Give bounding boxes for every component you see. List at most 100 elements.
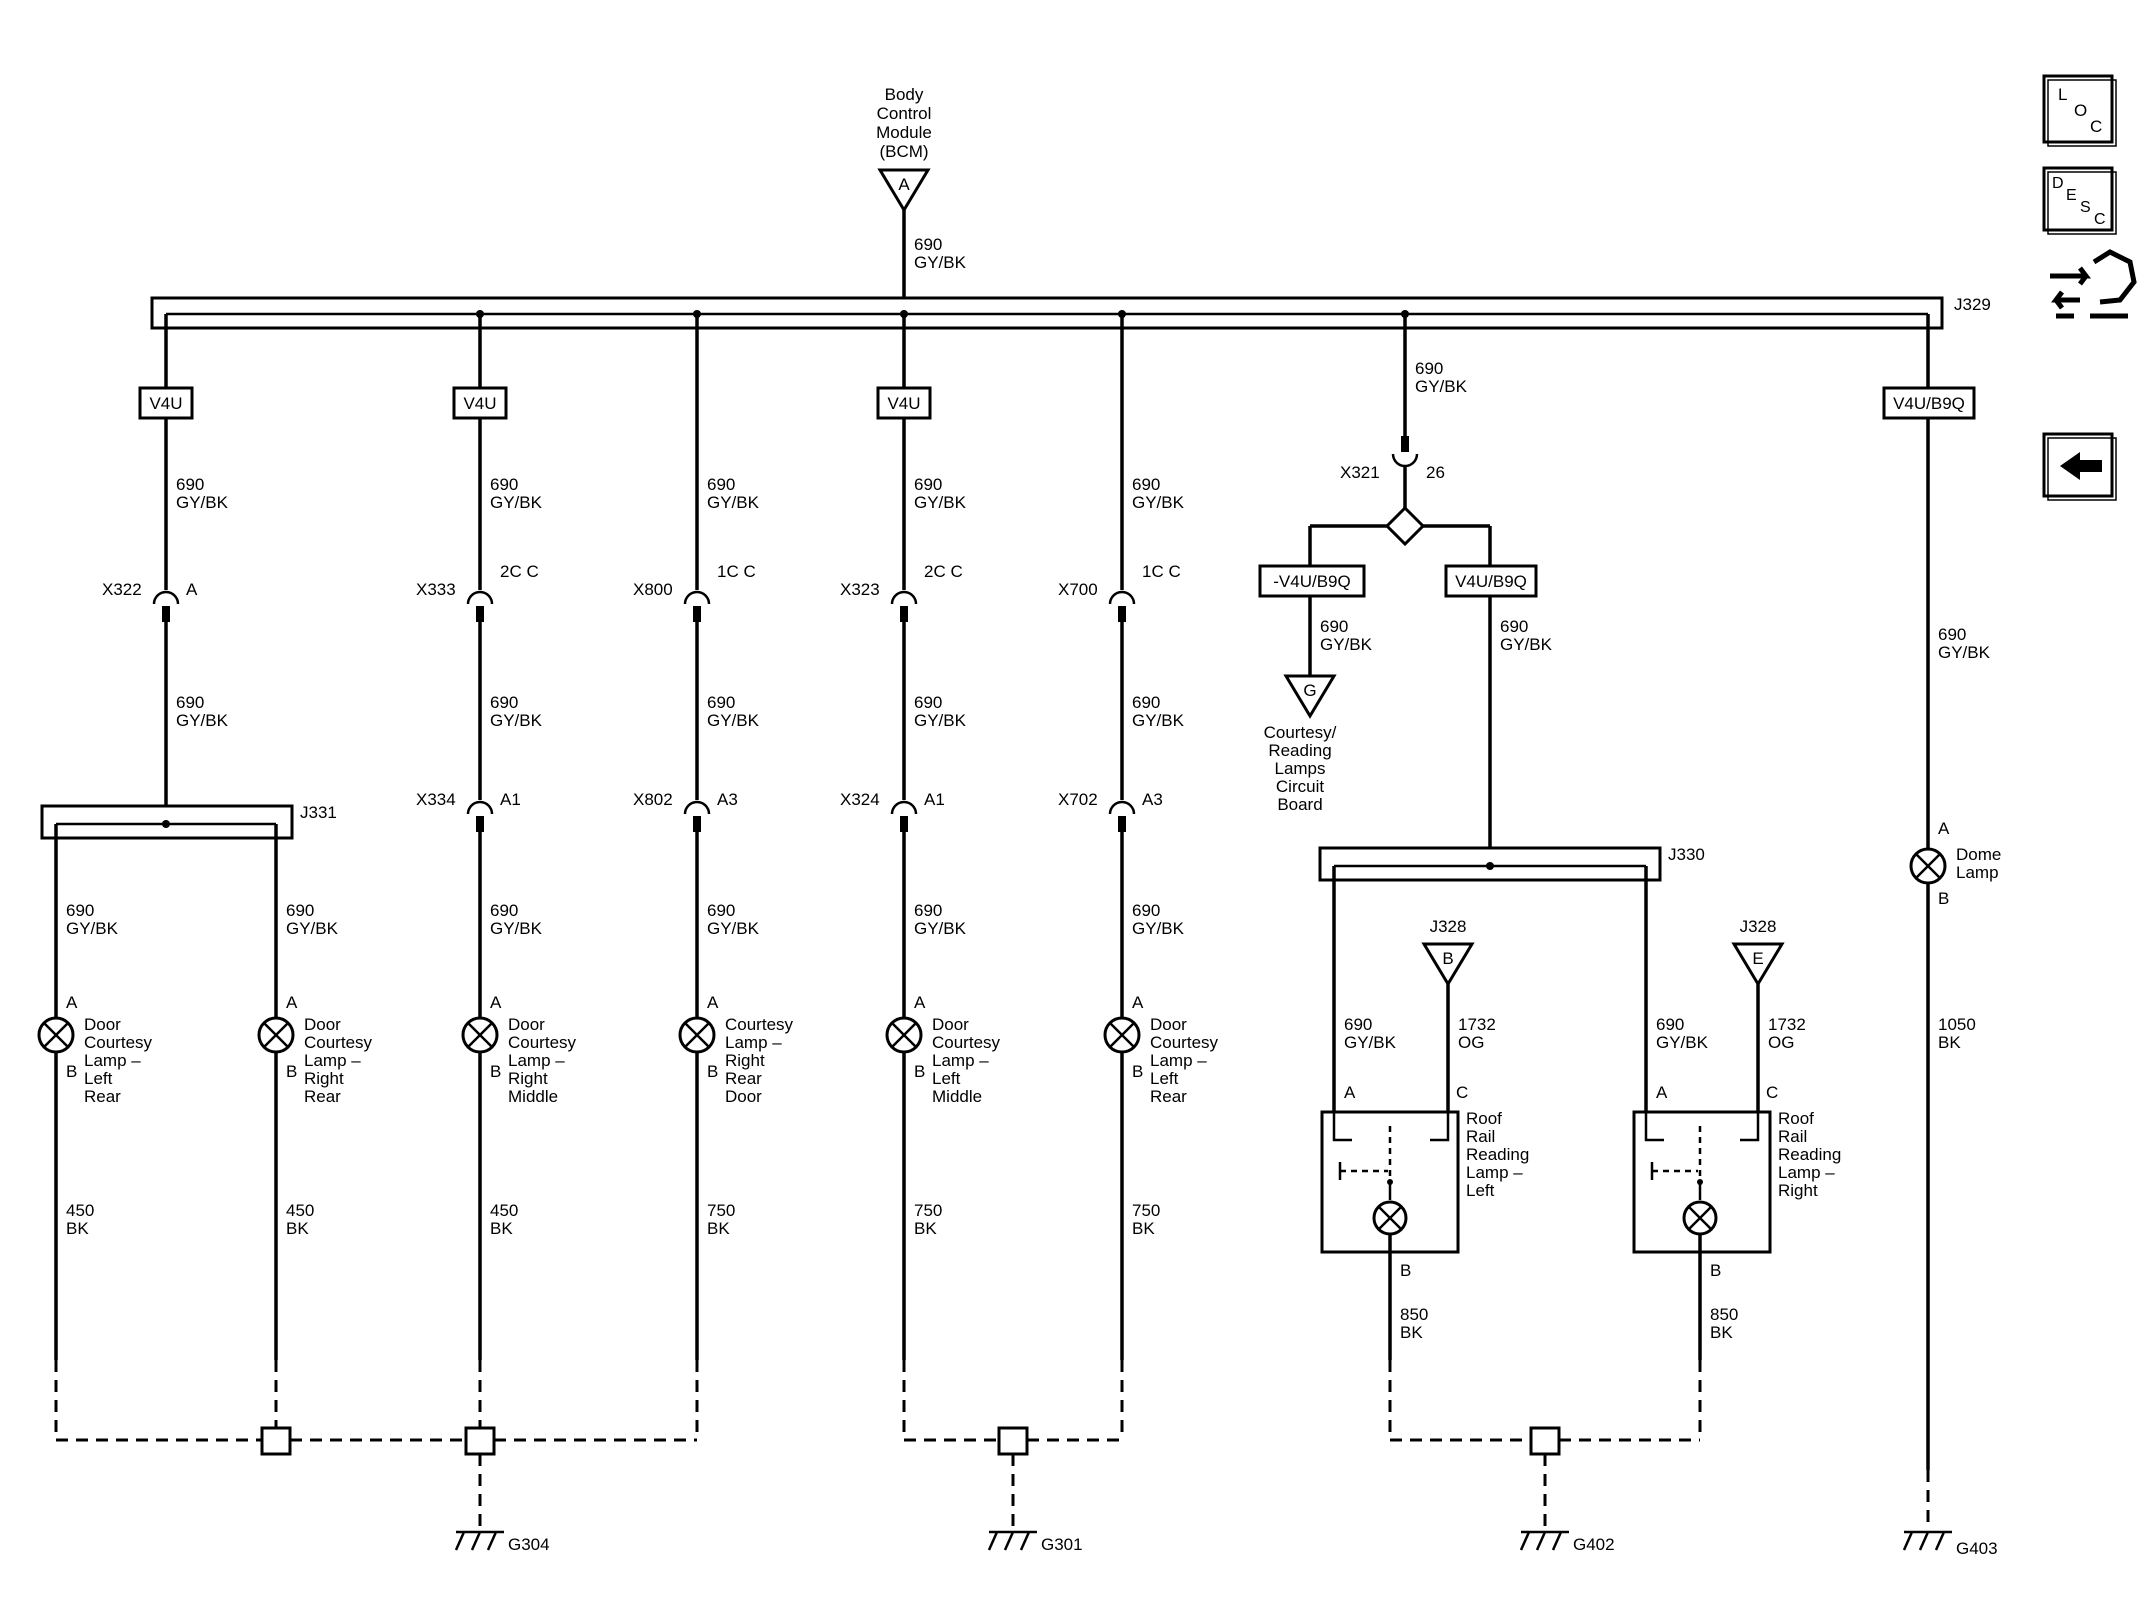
svg-text:2C C: 2C C	[500, 562, 539, 581]
svg-text:BK: BK	[66, 1219, 89, 1238]
ground-symbol-g403: G403	[1902, 1530, 1998, 1558]
svg-text:V4U: V4U	[887, 394, 920, 413]
svg-text:A: A	[707, 993, 719, 1012]
svg-text:Door: Door	[304, 1015, 341, 1034]
svg-text:690: 690	[1938, 625, 1966, 644]
diamond-splice	[1384, 505, 1426, 547]
option-v4u-b9q: V4U/B9Q	[1444, 564, 1538, 598]
svg-text:GY/BK: GY/BK	[707, 711, 760, 730]
svg-text:Module: Module	[876, 123, 932, 142]
svg-text:850: 850	[1400, 1305, 1428, 1324]
svg-text:Courtesy/: Courtesy/	[1264, 723, 1337, 742]
svg-text:OG: OG	[1768, 1033, 1794, 1052]
svg-text:A: A	[66, 993, 78, 1012]
svg-text:Courtesy: Courtesy	[508, 1033, 577, 1052]
svg-text:A: A	[898, 175, 910, 194]
svg-text:Lamp: Lamp	[1956, 863, 1999, 882]
svg-text:B: B	[66, 1062, 77, 1081]
svg-text:1050: 1050	[1938, 1015, 1976, 1034]
svg-text:750: 750	[914, 1201, 942, 1220]
svg-text:690: 690	[490, 901, 518, 920]
svg-text:Dome: Dome	[1956, 845, 2001, 864]
svg-text:Courtesy: Courtesy	[932, 1033, 1001, 1052]
svg-text:Lamp –: Lamp –	[1778, 1163, 1835, 1182]
svg-text:BK: BK	[1132, 1219, 1155, 1238]
svg-text:850: 850	[1710, 1305, 1738, 1324]
svg-text:A1: A1	[500, 790, 521, 809]
svg-text:Right: Right	[508, 1069, 548, 1088]
svg-text:2C C: 2C C	[924, 562, 963, 581]
splice-pack-j329: J329	[150, 295, 1991, 330]
svg-text:V4U: V4U	[149, 394, 182, 413]
svg-text:1732: 1732	[1458, 1015, 1496, 1034]
svg-text:OG: OG	[1458, 1033, 1484, 1052]
svg-text:690: 690	[66, 901, 94, 920]
svg-text:690: 690	[1344, 1015, 1372, 1034]
desc-button[interactable]: D E S C	[2042, 166, 2117, 235]
svg-text:Rail: Rail	[1778, 1127, 1807, 1146]
svg-text:690: 690	[914, 235, 942, 254]
svg-text:V4U: V4U	[463, 394, 496, 413]
svg-text:Left: Left	[932, 1069, 961, 1088]
svg-text:Right: Right	[725, 1051, 765, 1070]
svg-text:B: B	[1442, 949, 1453, 968]
svg-text:E: E	[1752, 949, 1763, 968]
svg-text:C: C	[1766, 1083, 1778, 1102]
svg-text:1732: 1732	[1768, 1015, 1806, 1034]
svg-text:Rear: Rear	[725, 1069, 762, 1088]
svg-text:C: C	[2090, 117, 2102, 136]
svg-text:Lamp –: Lamp –	[1150, 1051, 1207, 1070]
svg-text:G301: G301	[1041, 1535, 1083, 1554]
svg-text:GY/BK: GY/BK	[176, 711, 229, 730]
ground-bus-g402	[1388, 1360, 1702, 1530]
splice-pack-j330: J330	[1318, 845, 1705, 882]
option-v4u-b9q-dome: V4U/B9Q	[1882, 386, 1976, 420]
svg-text:BK: BK	[1400, 1323, 1423, 1342]
svg-text:(BCM): (BCM)	[879, 142, 928, 161]
svg-text:GY/BK: GY/BK	[1132, 493, 1185, 512]
j328-connector-e: J328 E	[1731, 917, 1785, 987]
svg-text:Door: Door	[932, 1015, 969, 1034]
loc-button[interactable]: L O C	[2042, 74, 2117, 147]
svg-text:690: 690	[1500, 617, 1528, 636]
svg-text:A: A	[186, 580, 198, 599]
svg-text:Middle: Middle	[508, 1087, 558, 1106]
svg-text:J328: J328	[1430, 917, 1467, 936]
svg-text:X324: X324	[840, 790, 880, 809]
svg-text:Door: Door	[1150, 1015, 1187, 1034]
svg-text:X334: X334	[416, 790, 456, 809]
svg-text:Left: Left	[1150, 1069, 1179, 1088]
dome-lamp: A B Dome Lamp	[1909, 819, 2001, 908]
left-arrow-icon[interactable]	[2042, 432, 2117, 501]
j328-connector-b: J328 B	[1421, 917, 1475, 987]
option-v4u-3: V4U	[876, 386, 932, 420]
svg-text:GY/BK: GY/BK	[914, 493, 967, 512]
svg-text:Door: Door	[84, 1015, 121, 1034]
svg-text:Lamp –: Lamp –	[84, 1051, 141, 1070]
svg-text:690: 690	[490, 693, 518, 712]
svg-text:BK: BK	[1710, 1323, 1733, 1342]
svg-text:D: D	[2052, 175, 2064, 192]
svg-text:X322: X322	[102, 580, 142, 599]
svg-text:B: B	[286, 1062, 297, 1081]
svg-text:Roof: Roof	[1466, 1109, 1502, 1128]
svg-text:GY/BK: GY/BK	[914, 711, 967, 730]
svg-text:B: B	[707, 1062, 718, 1081]
svg-text:GY/BK: GY/BK	[1415, 377, 1468, 396]
svg-text:B: B	[490, 1062, 501, 1081]
svg-text:C: C	[2094, 211, 2106, 228]
connector-icon[interactable]	[2050, 249, 2137, 319]
